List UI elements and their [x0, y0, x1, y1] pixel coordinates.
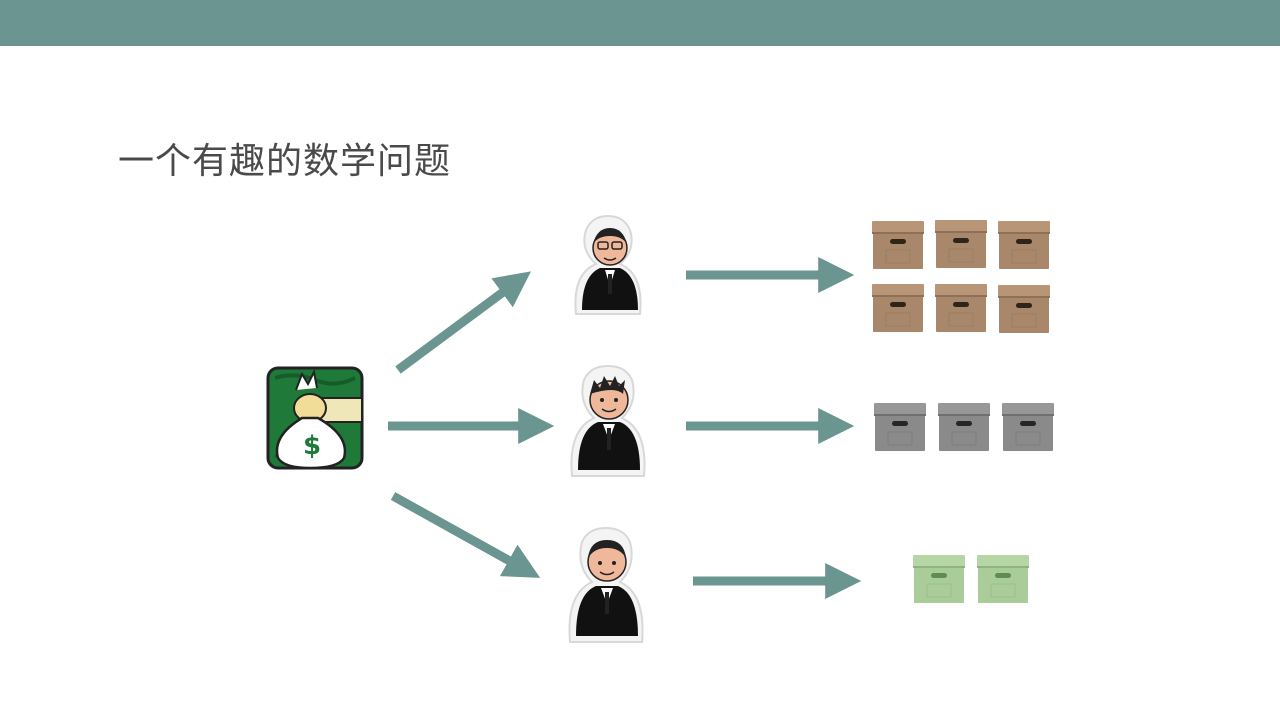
box-icon [998, 284, 1050, 334]
person-icon [568, 526, 644, 643]
box-icon [872, 220, 924, 270]
box-icon [1002, 402, 1054, 452]
box-icon [874, 402, 926, 452]
box-icon [938, 402, 990, 452]
person-spiky-hair-icon [570, 364, 646, 477]
arrow-to-person-3 [390, 492, 541, 578]
box-icon [935, 283, 987, 333]
box-icon [935, 219, 987, 269]
box-icon [977, 554, 1029, 604]
box-group-2 [874, 402, 1054, 452]
box-group-1 [872, 219, 1050, 334]
arrow-to-person-1 [395, 271, 532, 374]
money-bag-icon: $ [266, 366, 364, 470]
box-group-3 [913, 554, 1029, 604]
header-bar [0, 0, 1280, 46]
box-icon [998, 220, 1050, 270]
person-with-glasses-icon [574, 214, 642, 315]
slide-title: 一个有趣的数学问题 [118, 141, 452, 182]
box-icon [872, 283, 924, 333]
svg-text:$: $ [303, 431, 321, 461]
box-icon [913, 554, 965, 604]
